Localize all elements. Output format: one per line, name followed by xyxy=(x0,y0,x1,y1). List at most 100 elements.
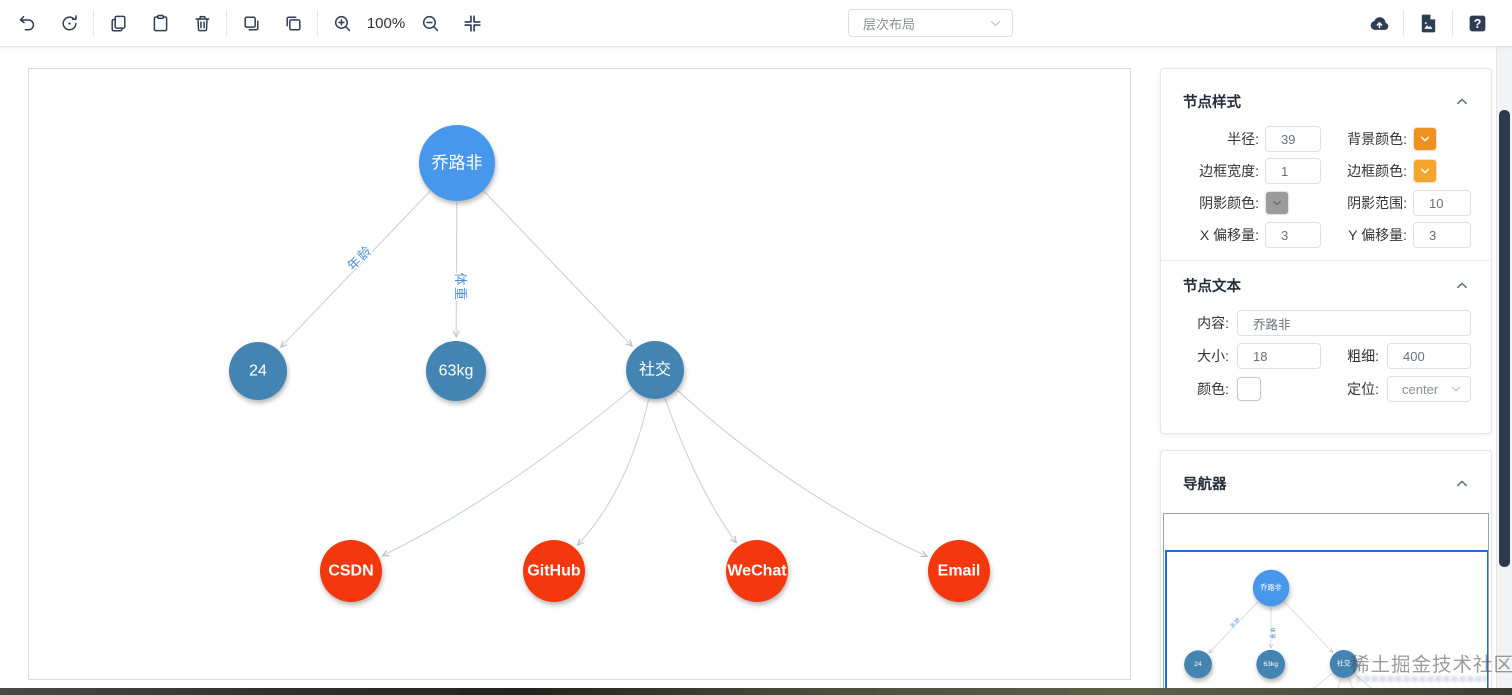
node-label-email: Email xyxy=(938,563,981,580)
position-select[interactable]: center xyxy=(1387,376,1471,402)
node-label-age24: 24 xyxy=(249,363,267,380)
graph-node-csdn[interactable] xyxy=(320,540,382,602)
graph-edge-social-github[interactable] xyxy=(1318,678,1341,695)
fit-view-button[interactable] xyxy=(451,6,493,40)
graph-edge-qiaolufei-kg63[interactable] xyxy=(452,201,460,339)
graph-edge-social-csdn[interactable] xyxy=(381,388,633,557)
graph-edge-qiaolufei-age24[interactable] xyxy=(1208,601,1259,654)
cloud-upload-button[interactable] xyxy=(1358,6,1400,40)
graph-edge-social-wechat[interactable] xyxy=(1348,677,1372,695)
navigator-collapse-button[interactable] xyxy=(1455,479,1469,488)
paste-icon xyxy=(150,13,171,34)
graph-node-social[interactable] xyxy=(1329,650,1358,678)
graph-node-qiaolufei[interactable] xyxy=(419,125,495,201)
x-offset-input[interactable] xyxy=(1265,222,1321,248)
y-offset-input[interactable] xyxy=(1413,222,1471,248)
graph-node-social[interactable] xyxy=(626,341,684,399)
graph-edge-social-wechat[interactable] xyxy=(664,398,738,544)
toolbar-separator xyxy=(93,10,94,36)
position-select-value: center xyxy=(1402,381,1439,397)
zoom-in-button[interactable] xyxy=(321,6,363,40)
content-input[interactable] xyxy=(1237,310,1471,336)
graph-node-age24[interactable] xyxy=(1184,650,1212,679)
send-backward-button[interactable] xyxy=(272,6,314,40)
chevron-down-icon xyxy=(1271,199,1283,207)
node-label-wechat: WeChat xyxy=(727,563,787,580)
help-button[interactable] xyxy=(1456,6,1498,40)
content-label: 内容: xyxy=(1197,315,1229,331)
bg-color-swatch[interactable] xyxy=(1413,127,1437,151)
graph-node-kg63[interactable] xyxy=(426,341,486,401)
node-text-title: 节点文本 xyxy=(1183,279,1241,295)
panel-scrollbar-thumb[interactable] xyxy=(1499,110,1510,567)
graph-edge-qiaolufei-social[interactable] xyxy=(483,190,634,348)
text-color-label: 颜色: xyxy=(1197,381,1229,397)
trash-button[interactable] xyxy=(181,6,223,40)
panel-scrollbar-track[interactable] xyxy=(1496,46,1512,688)
text-color-swatch[interactable] xyxy=(1237,377,1261,401)
node-style-title: 节点样式 xyxy=(1183,95,1241,111)
node-style-collapse-button[interactable] xyxy=(1455,97,1469,106)
shadow-range-input[interactable] xyxy=(1413,190,1471,216)
node-label-social: 社交 xyxy=(639,361,671,379)
copy-button[interactable] xyxy=(97,6,139,40)
shadow-color-label: 阴影颜色: xyxy=(1199,195,1259,211)
toolbar-separator xyxy=(317,10,318,36)
graph-edge-social-email[interactable] xyxy=(676,389,929,558)
help-icon xyxy=(1466,12,1489,35)
size-input[interactable] xyxy=(1237,343,1321,369)
graph-edge-qiaolufei-age24[interactable] xyxy=(279,190,431,349)
position-label: 定位: xyxy=(1347,381,1379,397)
node-label-kg63: 63kg xyxy=(439,363,474,380)
graph-node-kg63[interactable] xyxy=(1256,649,1286,679)
redo-button[interactable] xyxy=(48,6,90,40)
zoom-out-button[interactable] xyxy=(409,6,451,40)
shadow-color-swatch[interactable] xyxy=(1265,191,1289,215)
graph-node-wechat[interactable] xyxy=(726,540,788,602)
chevron-down-icon xyxy=(989,19,1002,28)
graph-node-github[interactable] xyxy=(523,540,585,602)
paste-button[interactable] xyxy=(139,6,181,40)
trash-icon xyxy=(192,13,213,34)
border-color-label: 边框颜色: xyxy=(1347,163,1407,179)
graph-edge-social-email[interactable] xyxy=(1354,673,1440,695)
weight-input[interactable] xyxy=(1387,343,1471,369)
background-window-strip xyxy=(0,688,1512,695)
border-color-swatch[interactable] xyxy=(1413,159,1437,183)
edge-label-qiaolufei-kg63: 体重 xyxy=(453,272,468,301)
node-label-qiaolufei: 乔路非 xyxy=(1260,583,1281,592)
radius-input[interactable] xyxy=(1265,126,1321,152)
edge-label-qiaolufei-age24: 年龄 xyxy=(344,242,375,273)
graph-edge-social-csdn[interactable] xyxy=(1247,673,1333,695)
toolbar-separator xyxy=(1403,10,1404,36)
edge-label-qiaolufei-kg63: 体重 xyxy=(1269,627,1277,639)
node-text-collapse-button[interactable] xyxy=(1455,281,1469,290)
bring-forward-button[interactable] xyxy=(230,6,272,40)
layout-select[interactable]: 层次布局 xyxy=(848,9,1013,37)
export-image-button[interactable] xyxy=(1407,6,1449,40)
redo-icon xyxy=(59,13,80,34)
graph-node-email[interactable] xyxy=(928,540,990,602)
chevron-down-icon xyxy=(1450,385,1462,393)
graph-edge-social-github[interactable] xyxy=(576,399,650,547)
graph-edge-qiaolufei-social[interactable] xyxy=(1284,601,1334,654)
border-width-input[interactable] xyxy=(1265,158,1321,184)
graph-node-qiaolufei[interactable] xyxy=(1252,569,1290,607)
export-image-icon xyxy=(1417,12,1440,35)
toolbar-left: 100% xyxy=(6,0,493,46)
bg-color-label: 背景颜色: xyxy=(1347,131,1407,147)
undo-button[interactable] xyxy=(6,6,48,40)
graph-node-age24[interactable] xyxy=(229,342,287,400)
node-label-social: 社交 xyxy=(1337,658,1351,667)
node-label-qiaolufei: 乔路非 xyxy=(432,154,483,173)
chevron-up-icon xyxy=(1455,281,1469,290)
watermark-url-blur xyxy=(1356,676,1486,682)
fit-view-icon xyxy=(462,13,483,34)
